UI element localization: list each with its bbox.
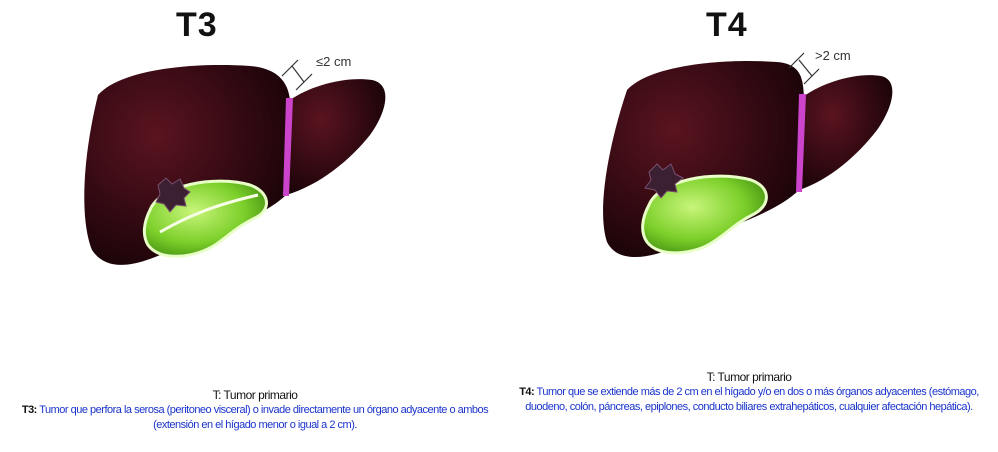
caption: T: Tumor primario T4: Tumor que se extie… <box>509 370 989 415</box>
caption-text: Tumor que se extiende más de 2 cm en el … <box>525 386 979 413</box>
caption-text: Tumor que perfora la serosa (peritoneo v… <box>39 404 488 431</box>
liver-illustration-t4: >2 cm <box>499 0 998 300</box>
measure-label: >2 cm <box>815 48 851 63</box>
caption-title: T: Tumor primario <box>20 388 490 403</box>
caption-code: T4: <box>519 386 534 398</box>
caption-code: T3: <box>22 404 37 416</box>
liver-left-lobe <box>799 75 892 190</box>
caption: T: Tumor primario T3: Tumor que perfora … <box>20 388 490 433</box>
panel-t4: T4 >2 cm T: Tumor primario T4: Tumor que <box>499 0 998 452</box>
panel-t3: T3 ≤2 cm T: Tu <box>0 0 499 452</box>
liver-left-lobe <box>286 79 385 195</box>
liver-illustration-t3: ≤2 cm <box>0 0 499 300</box>
measure-label: ≤2 cm <box>316 54 351 69</box>
caption-title: T: Tumor primario <box>509 370 989 385</box>
